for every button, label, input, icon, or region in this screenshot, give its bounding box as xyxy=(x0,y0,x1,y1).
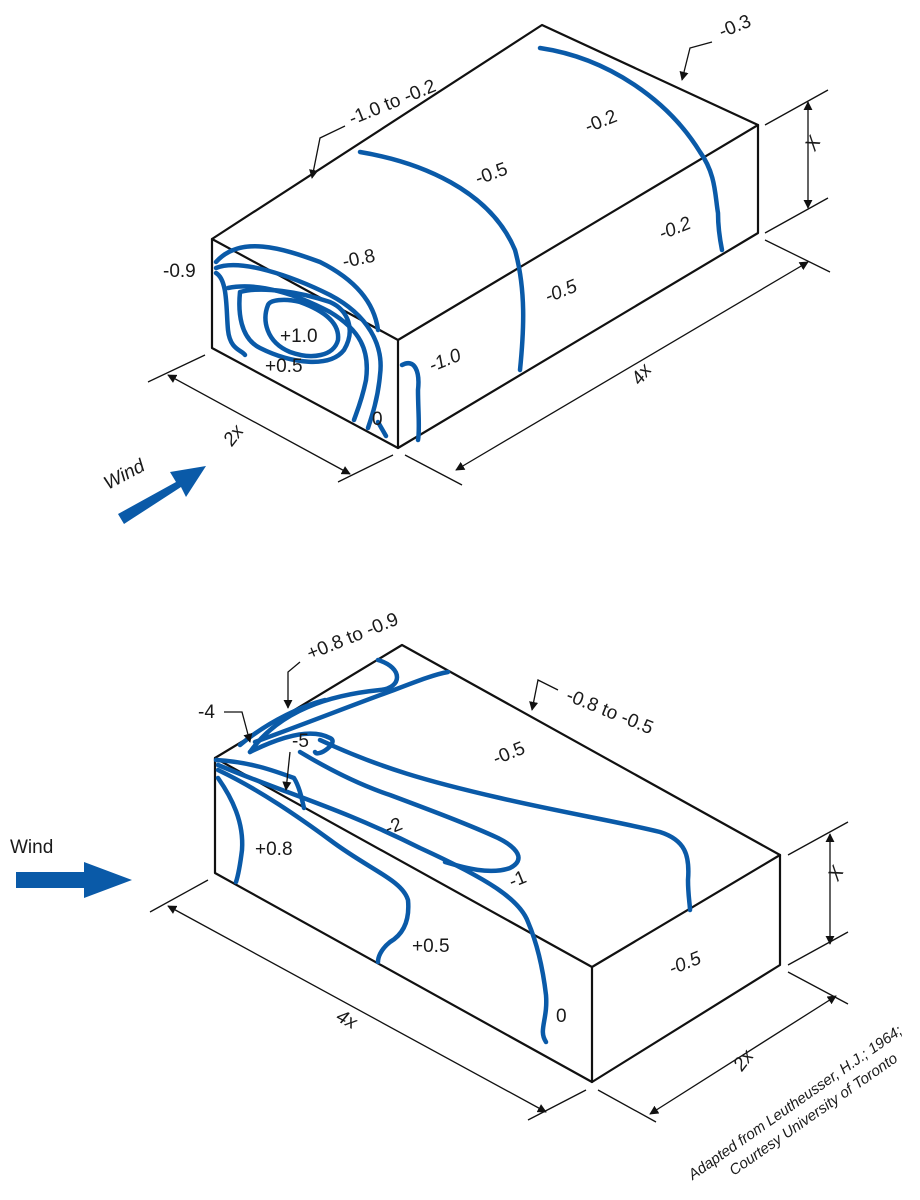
bottom-roof-contours xyxy=(213,657,693,913)
bottom-callout-corner: -4 xyxy=(198,702,215,723)
top-face-contours xyxy=(213,262,389,439)
top-building-outline xyxy=(210,23,760,450)
top-label-face-mid: +0.5 xyxy=(265,356,303,377)
top-label-roof-front-left: -0.9 xyxy=(163,261,196,282)
top-dim-height-label: X xyxy=(801,132,827,155)
top-label-face-edge: 0 xyxy=(372,409,383,430)
bottom-wind-arrow xyxy=(16,862,132,898)
source-credit-line1: Adapted from Leutheusser, H.J.; 1964; xyxy=(685,1022,906,1184)
top-dim-width-label: 2x xyxy=(219,420,249,451)
bottom-label-side-front: +0.8 xyxy=(255,839,293,860)
bottom-label-roof-mid: -2 xyxy=(382,814,406,840)
top-label-roof-near: -0.8 xyxy=(341,246,377,273)
bottom-callout-corner-leader xyxy=(224,711,253,743)
bottom-dim-width-label: 2x xyxy=(729,1045,759,1076)
bottom-label-side-back: 0 xyxy=(556,1006,567,1027)
bottom-label-roof-right: -0.5 xyxy=(490,738,528,770)
bottom-callout-inner-leader xyxy=(282,751,292,791)
bottom-dim-height-label: X xyxy=(824,862,850,885)
bottom-callout-roof-range: -0.8 to -0.5 xyxy=(563,685,656,739)
top-callout-back-edge: -0.3 xyxy=(716,11,754,43)
top-label-side-front: -1.0 xyxy=(426,345,465,377)
bottom-dim-length-label: 4x xyxy=(333,1006,362,1035)
source-credit-line2: Courtesy University of Toronto xyxy=(726,1050,901,1179)
bottom-dimensions xyxy=(149,821,849,1123)
top-callout-back-edge-leader xyxy=(679,41,713,81)
top-callout-roof-range-leader xyxy=(309,125,346,179)
top-wind-label: Wind xyxy=(100,455,149,494)
bottom-callout-roof-range-leader xyxy=(529,679,559,711)
top-dim-length-label: 4x xyxy=(627,359,657,389)
bottom-building: -0.5 -2 -1 +0.8 +0.5 0 -0.5 +0.8 to -0.9… xyxy=(10,609,850,1123)
bottom-callout-corner-range-leader xyxy=(283,661,301,709)
top-side-contours xyxy=(399,361,422,443)
top-label-face-center: +1.0 xyxy=(280,326,318,347)
bottom-callout-corner-range: +0.8 to -0.9 xyxy=(304,609,401,665)
top-wind-arrow xyxy=(118,466,206,524)
source-credit: Adapted from Leutheusser, H.J.; 1964; Co… xyxy=(685,1022,906,1184)
top-label-roof-back: -0.2 xyxy=(582,106,620,138)
bottom-building-outline xyxy=(213,643,782,1084)
top-dimensions xyxy=(147,89,831,486)
top-building: -0.9 -0.8 -0.5 -0.2 +1.0 +0.5 0 -1.0 -0.… xyxy=(100,11,831,524)
bottom-callout-inner: -5 xyxy=(292,731,309,752)
top-label-roof-mid: -0.5 xyxy=(473,159,511,190)
bottom-side-contours xyxy=(215,762,549,1045)
bottom-wind-label: Wind xyxy=(10,837,53,858)
bottom-label-roof-inner: -1 xyxy=(506,867,530,893)
top-label-side-back: -0.2 xyxy=(656,213,695,245)
bottom-label-side-mid: +0.5 xyxy=(412,936,450,957)
bottom-label-end-face: -0.5 xyxy=(666,948,705,980)
top-roof-contours xyxy=(213,45,725,373)
bottom-building-front-edges xyxy=(213,756,782,1084)
top-label-side-mid: -0.5 xyxy=(542,276,581,308)
